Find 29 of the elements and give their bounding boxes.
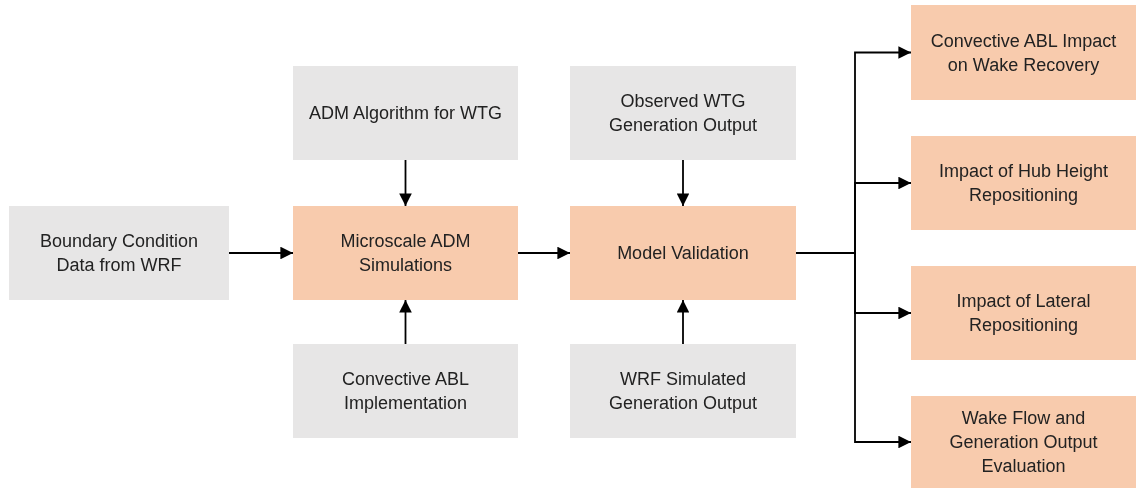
arrow: [228, 246, 294, 260]
process-box: [911, 136, 1136, 230]
box-label: Impact of Lateral Repositioning: [955, 290, 1092, 337]
box-label: ADM Algorithm for WTG: [309, 102, 502, 125]
input-box: [293, 66, 518, 160]
box-label: Impact of Hub Height Repositioning: [937, 160, 1110, 207]
process-box: [911, 5, 1136, 100]
arrow: [517, 246, 571, 260]
input-box: [293, 344, 518, 438]
input-box: [570, 66, 796, 160]
arrow: [399, 299, 412, 345]
box-label: Wake Flow and Generation Output Evaluation: [948, 407, 1099, 478]
input-box: [570, 344, 796, 438]
box-label: Observed WTG Generation Output: [607, 90, 759, 137]
input-box: [9, 206, 229, 300]
box-label: WRF Simulated Generation Output: [607, 368, 759, 415]
arrow: [795, 252, 912, 449]
process-box: [911, 266, 1136, 360]
box-label: Convective ABL Impact on Wake Recovery: [929, 29, 1118, 77]
box-label: Boundary Condition Data from WRF: [38, 230, 200, 277]
arrow: [399, 159, 412, 207]
process-box: [293, 206, 518, 300]
box-label: Convective ABL Implementation: [340, 368, 471, 415]
box-label: Model Validation: [617, 242, 749, 265]
arrow: [676, 299, 690, 345]
arrow: [676, 159, 690, 207]
box-label: Microscale ADM Simulations: [339, 230, 472, 277]
process-box: [570, 206, 796, 300]
process-box: [911, 396, 1136, 488]
